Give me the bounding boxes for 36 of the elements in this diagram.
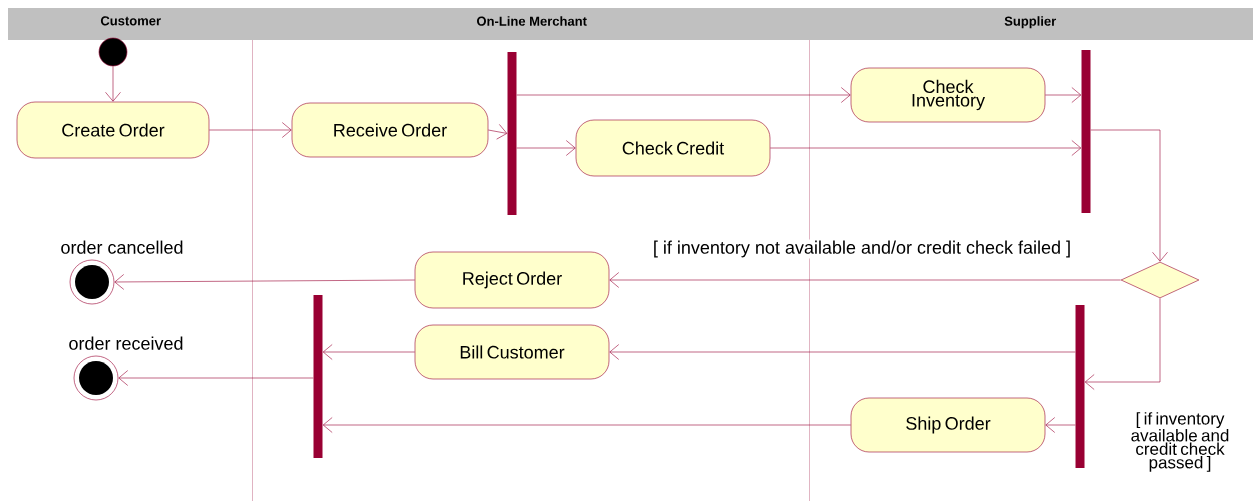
activity-box: Ship Order — [850, 397, 1046, 453]
activity-box: Receive Order — [291, 102, 489, 158]
activity-box: Check Inventory — [850, 67, 1046, 123]
edge-label: [ if inventory available and credit check passed ] — [1109, 411, 1251, 473]
arrow — [1090, 129, 1168, 262]
state-label: order received — [69, 336, 183, 350]
node-label: Supplier — [1004, 16, 1057, 29]
activity-box: Create Order — [16, 101, 210, 159]
arrow — [1045, 87, 1082, 103]
decision-diamond — [1120, 261, 1200, 299]
arrow — [488, 124, 508, 140]
arrow — [516, 140, 576, 156]
arrow — [209, 122, 292, 138]
final-state — [73, 355, 119, 401]
state-label: order cancelled — [61, 240, 183, 254]
final-state — [69, 259, 115, 305]
activity-box: Check Credit — [575, 119, 771, 177]
arrow — [516, 87, 851, 103]
arrow — [770, 140, 1082, 156]
arrow — [1045, 417, 1076, 433]
synchronization-bar — [313, 295, 323, 458]
arrow — [609, 272, 1121, 288]
arrow — [609, 344, 1076, 360]
arrow — [118, 370, 314, 386]
activity-box: Reject Order — [414, 251, 610, 309]
arrow — [322, 344, 415, 360]
node-label: On-Line Merchant — [476, 16, 587, 26]
synchronization-bar — [1075, 305, 1085, 468]
initial-state — [98, 37, 128, 67]
activity-box: Bill Customer — [414, 324, 610, 380]
arrow — [105, 66, 121, 102]
arrow — [322, 417, 851, 433]
arrow — [1084, 298, 1161, 390]
synchronization-bar — [1081, 50, 1091, 213]
synchronization-bar — [507, 52, 517, 215]
arrow — [114, 274, 415, 290]
